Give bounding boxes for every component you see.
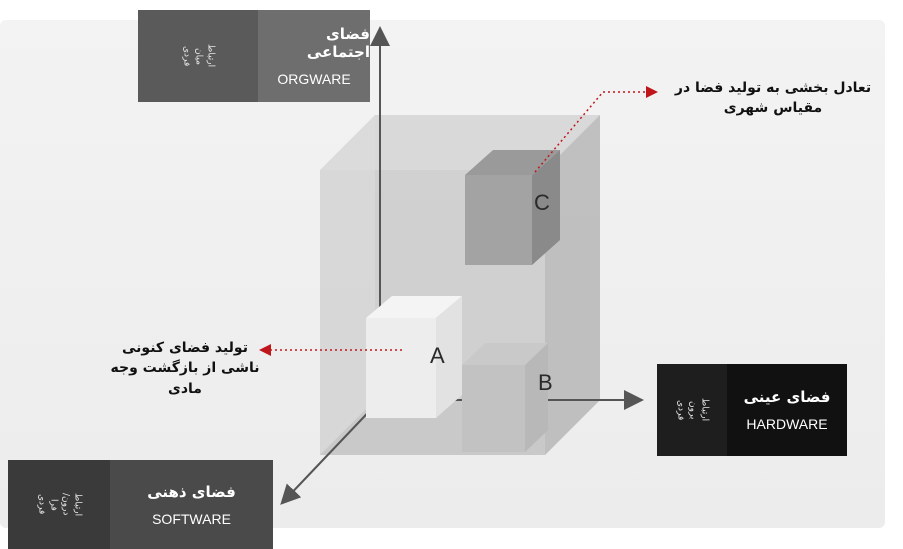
- vertical-word: ارتباط: [205, 44, 216, 68]
- vertical-word: ارتباط: [699, 398, 710, 422]
- objective-space-subtitle: HARDWARE: [746, 416, 828, 432]
- subcube-a-top: [366, 296, 462, 318]
- mental-space-subtitle: SOFTWARE: [152, 510, 231, 527]
- vertical-word: برون: [687, 400, 698, 420]
- vertical-word: فرا: [48, 498, 59, 511]
- subcube-c: [465, 150, 560, 265]
- subcube-a-front: [366, 318, 436, 418]
- social-space-vertical: فردی میان ارتباط: [138, 10, 258, 102]
- mental-space-box: فردی فرا درون/ ارتباط فضای ذهنی SOFTWARE: [8, 460, 273, 549]
- subcube-c-top: [465, 150, 560, 175]
- annotation-line: تعادل بخشی به تولید فضا در: [674, 80, 872, 96]
- objective-space-vertical: فردی برون ارتباط: [657, 364, 727, 456]
- subcube-b-top: [462, 343, 548, 365]
- depth-axis: [280, 399, 381, 505]
- subcube-c-front: [465, 175, 532, 265]
- subcube-b: [462, 343, 548, 452]
- subcube-c-right: [532, 150, 560, 265]
- vertical-word: ارتباط: [72, 492, 83, 517]
- vertical-word: درون/: [60, 493, 71, 516]
- subcube-b-front: [462, 365, 525, 452]
- annotation-line: مقیاس شهری: [723, 100, 823, 117]
- label-c: C: [534, 190, 550, 215]
- mental-space-title: فضای ذهنی: [147, 482, 236, 501]
- subcube-a-right: [436, 296, 462, 418]
- label-b: B: [538, 370, 553, 395]
- social-space-box: فردی میان ارتباط فضای اجتماعی ORGWARE: [138, 10, 370, 102]
- objective-space-box: فردی برون ارتباط فضای عینی HARDWARE: [657, 364, 847, 456]
- annotation-middle-left: تولید فضای کنونی ناشی از بازگشت وجه مادی: [110, 338, 260, 399]
- social-space-title: فضای اجتماعی: [306, 25, 370, 61]
- subcube-b-right: [525, 343, 548, 452]
- objective-space-title: فضای عینی: [743, 388, 831, 406]
- subcube-a: [366, 296, 462, 418]
- annotation-line: ناشی از بازگشت وجه مادی: [110, 360, 260, 397]
- vertical-word: فردی: [36, 494, 47, 515]
- social-space-subtitle: ORGWARE: [277, 71, 351, 87]
- vertical-word: میان: [193, 47, 204, 65]
- vertical-word: فردی: [181, 45, 192, 67]
- annotation-top-right: تعادل بخشی به تولید فضا در مقیاس شهری: [668, 78, 878, 119]
- label-a: A: [430, 343, 445, 368]
- vertical-word: فردی: [675, 399, 686, 421]
- annotation-line: تولید فضای کنونی: [122, 340, 248, 356]
- mental-space-vertical: فردی فرا درون/ ارتباط: [8, 460, 110, 549]
